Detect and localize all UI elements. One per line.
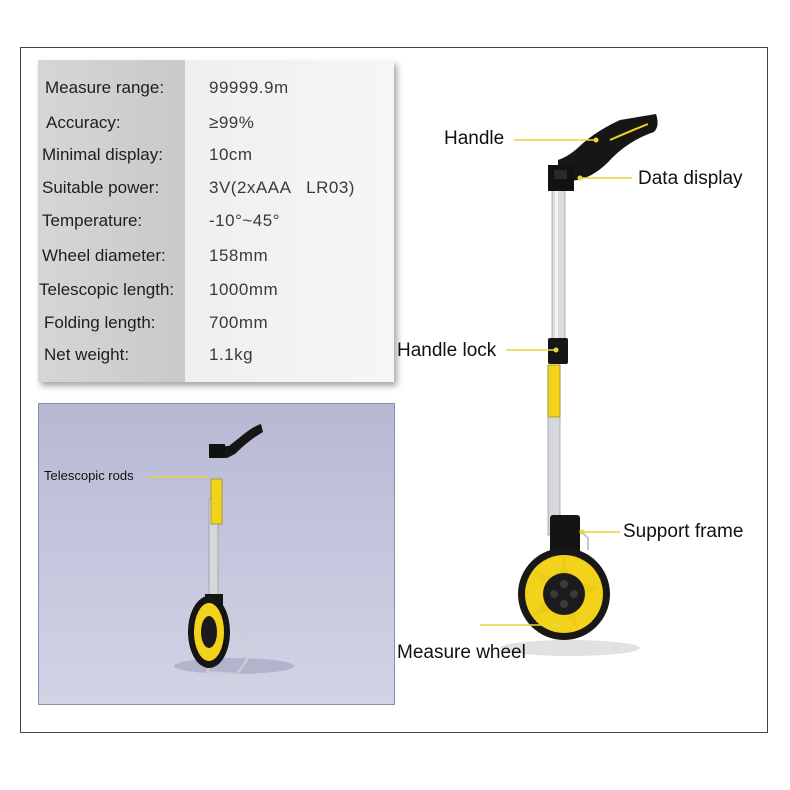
product-photo: Telescopic rods xyxy=(38,403,395,705)
spec-value: 1.1kg xyxy=(209,345,254,364)
spec-label: Suitable power: xyxy=(42,178,160,197)
spec-label: Minimal display: xyxy=(42,145,163,164)
spec-value: 1000mm xyxy=(209,280,279,299)
spec-value: 158mm xyxy=(209,246,269,265)
spec-row-minimal-display: Minimal display: 10cm xyxy=(38,139,394,171)
spec-row-measure-range: Measure range: 99999.9m xyxy=(38,72,394,104)
spec-row-net-weight: Net weight: 1.1kg xyxy=(38,339,394,371)
spec-row-wheel-diameter: Wheel diameter: 158mm xyxy=(38,240,394,272)
spec-label: Telescopic length: xyxy=(39,280,175,299)
spec-label: Net weight: xyxy=(44,345,130,364)
outer-frame xyxy=(20,47,768,733)
spec-value: -10°~45° xyxy=(209,211,281,230)
spec-label: Folding length: xyxy=(44,313,156,332)
spec-label-column xyxy=(38,60,185,382)
spec-label: Accuracy: xyxy=(46,113,121,132)
small-measuring-wheel-image xyxy=(149,424,294,676)
spec-row-accuracy: Accuracy: ≥99% xyxy=(38,107,394,139)
spec-value: 99999.9m xyxy=(209,78,289,97)
handle-label: Handle xyxy=(444,128,505,149)
spec-row-telescopic-length: Telescopic length: 1000mm xyxy=(38,274,394,306)
handle-lock-label: Handle lock xyxy=(397,340,497,361)
spec-value: 10cm xyxy=(209,145,253,164)
spec-table: Measure range: 99999.9m Accuracy: ≥99% M… xyxy=(38,60,394,382)
spec-label: Temperature: xyxy=(42,211,143,230)
measure-wheel-label: Measure wheel xyxy=(397,642,526,663)
spec-value: 3V(2xAAA LR03) xyxy=(209,178,355,197)
spec-label: Wheel diameter: xyxy=(42,246,166,265)
spec-row-suitable-power: Suitable power: 3V(2xAAA LR03) xyxy=(38,172,394,204)
spec-row-folding-length: Folding length: 700mm xyxy=(38,307,394,339)
measuring-wheel-image xyxy=(500,114,658,656)
support-frame-label: Support frame xyxy=(623,521,744,542)
spec-value-column xyxy=(185,60,394,382)
data-display-label: Data display xyxy=(638,168,743,189)
telescopic-rods-label: Telescopic rods xyxy=(44,468,134,483)
spec-row-temperature: Temperature: -10°~45° xyxy=(38,205,394,237)
spec-label: Measure range: xyxy=(45,78,165,97)
spec-value: ≥99% xyxy=(209,113,255,132)
spec-value: 700mm xyxy=(209,313,269,332)
